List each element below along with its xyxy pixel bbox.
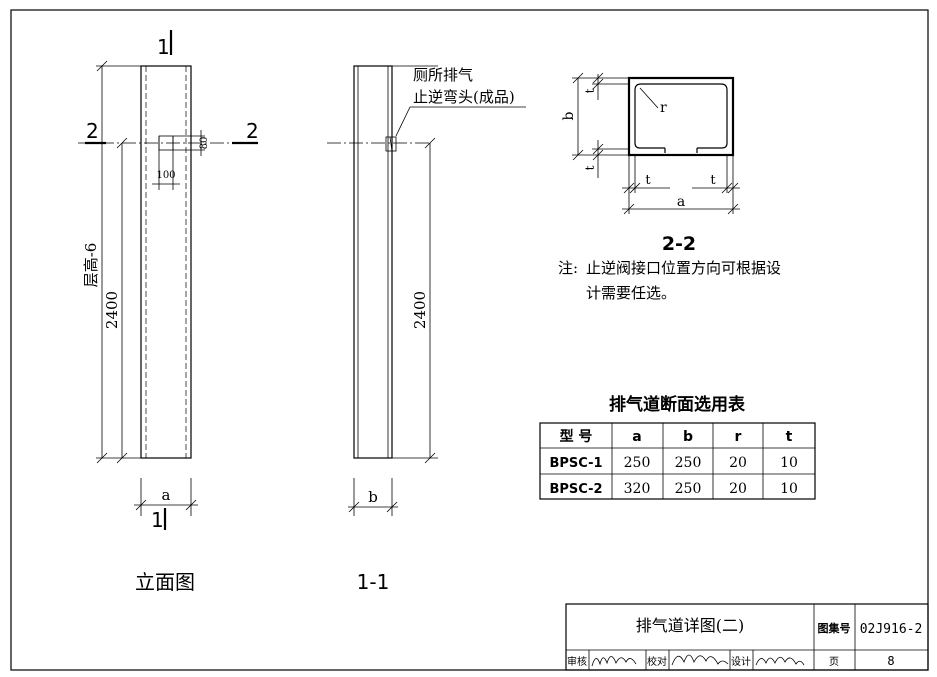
note-line-2: 计需要任选。 bbox=[586, 284, 676, 302]
elevation-80-dim: 80 bbox=[199, 137, 210, 150]
table-cell: BPSC-1 bbox=[549, 456, 602, 471]
title-block-frame bbox=[565, 603, 929, 671]
section-1-1-view bbox=[327, 65, 526, 516]
table-cell: 250 bbox=[675, 481, 702, 497]
section-2-2-outer bbox=[627, 76, 735, 157]
sheet-border bbox=[10, 9, 929, 671]
section-2-2-a-dim: a bbox=[677, 194, 685, 210]
section-1-1-shaft bbox=[353, 65, 393, 459]
table-cell: 250 bbox=[675, 455, 702, 471]
atlas-number: 02J916-2 bbox=[860, 622, 923, 637]
section-1-1-b-dim: b bbox=[368, 488, 378, 506]
section-table-grid bbox=[539, 422, 816, 500]
elevation-shaft bbox=[140, 65, 192, 459]
table-header-model: 型 号 bbox=[560, 428, 593, 445]
radius-leader bbox=[639, 87, 659, 109]
section-2-2-title: 2-2 bbox=[662, 233, 696, 255]
note-label: 注: bbox=[558, 259, 578, 277]
section-2-2-t-top-dim: t bbox=[583, 88, 597, 93]
section-2-2-t-right-dim: t bbox=[710, 173, 716, 188]
review-signature bbox=[591, 656, 637, 667]
table-header-t: t bbox=[786, 429, 793, 445]
callout-line-2: 止逆弯头(成品) bbox=[413, 88, 515, 106]
section-2-2-view bbox=[572, 72, 740, 215]
table-cell: 20 bbox=[729, 455, 747, 471]
check-valve-elbow bbox=[385, 136, 397, 152]
table-header-r: r bbox=[735, 429, 742, 445]
table-header-b: b bbox=[683, 429, 693, 445]
design-label: 设计 bbox=[731, 655, 751, 668]
design-signature bbox=[755, 656, 805, 666]
section-2-2-r-dim: r bbox=[660, 100, 667, 116]
section-1-1-2400-dim: 2400 bbox=[411, 291, 429, 329]
table-cell: 20 bbox=[729, 481, 747, 497]
callout-line-1: 厕所排气 bbox=[413, 66, 473, 84]
section-2-2-inner bbox=[634, 83, 728, 149]
elevation-title: 立面图 bbox=[135, 570, 195, 594]
elevation-cut-1-bottom-label: 1 bbox=[151, 508, 164, 532]
note-line-1: 止逆阀接口位置方向可根据设 bbox=[586, 259, 781, 277]
section-2-2-b-dim: b bbox=[561, 111, 577, 120]
check-signature bbox=[671, 654, 729, 666]
page-label: 页 bbox=[829, 656, 839, 668]
check-label: 校对 bbox=[647, 655, 667, 668]
section-2-2-t-bottom-dim: t bbox=[583, 165, 597, 170]
elevation-floor-height-dim: 层高-6 bbox=[82, 243, 100, 288]
elevation-a-dim: a bbox=[162, 486, 171, 504]
elevation-cut-1-top-label: 1 bbox=[157, 35, 170, 59]
table-cell: 10 bbox=[780, 455, 798, 471]
atlas-label: 图集号 bbox=[818, 621, 851, 635]
elevation-100-dim: 100 bbox=[156, 170, 175, 181]
section-2-2-t-left-dim: t bbox=[645, 173, 651, 188]
review-label: 审核 bbox=[567, 655, 587, 668]
table-header-a: a bbox=[632, 429, 641, 445]
table-cell: 250 bbox=[624, 455, 651, 471]
table-title: 排气道断面选用表 bbox=[609, 394, 746, 415]
elevation-view bbox=[78, 30, 258, 530]
elevation-cut-2-right-label: 2 bbox=[246, 119, 259, 143]
table-cell: 320 bbox=[624, 481, 651, 497]
table-cell: 10 bbox=[780, 481, 798, 497]
drawing-title: 排气道详图(二) bbox=[636, 616, 745, 635]
page-number: 8 bbox=[887, 654, 894, 668]
table-cell: BPSC-2 bbox=[549, 482, 602, 497]
elevation-cut-2-left-label: 2 bbox=[86, 119, 99, 143]
elevation-2400-dim: 2400 bbox=[103, 291, 121, 329]
section-1-1-title: 1-1 bbox=[357, 570, 390, 594]
